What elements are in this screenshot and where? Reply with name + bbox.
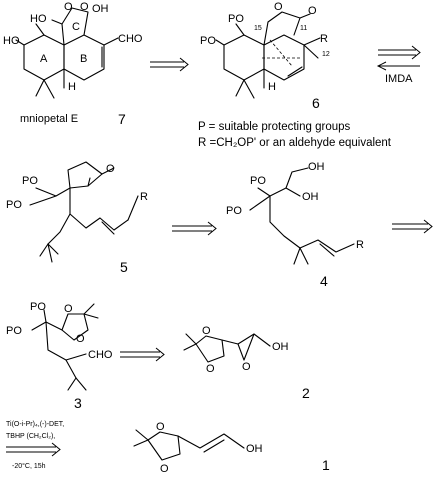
imda-label: IMDA: [385, 73, 413, 85]
c4-r: R: [356, 239, 364, 251]
condition-line-1: Ti(O-i-Pr)₄,(-)-DET,: [6, 421, 64, 428]
retro-arrow-7-6: [150, 57, 189, 72]
c7-oh: OH: [92, 3, 109, 15]
compound-5-structure: [29, 161, 139, 263]
c3-o-b: O: [76, 333, 85, 345]
c4-oh-mid: OH: [302, 191, 319, 203]
note-r-definition: R =CH₂OP' or an aldehyde equivalent: [198, 137, 392, 149]
c7-ring-c: C: [72, 21, 80, 33]
c4-oh-top: OH: [308, 161, 325, 173]
c1-o-a: O: [156, 421, 165, 433]
c3-number: 3: [74, 395, 82, 411]
c6-po-top: PO: [228, 13, 244, 25]
c7-o-ring: O: [80, 1, 89, 13]
c1-o-b: O: [160, 463, 169, 475]
c7-h: H: [68, 81, 76, 93]
c1-number: 1: [322, 457, 330, 473]
c2-o-b: O: [206, 363, 215, 375]
c6-num-11: 11: [300, 25, 307, 32]
retro-arrow-5-4: [172, 221, 217, 236]
condition-line-3: -20°C, 15h: [12, 462, 46, 470]
retro-arrow-4-3: [392, 219, 433, 234]
c7-name: mniopetal E: [20, 113, 78, 125]
c3-cho: CHO: [88, 349, 113, 361]
retro-arrow-3-2: [120, 347, 165, 362]
c7-ho-left: HO: [3, 35, 20, 47]
c6-number: 6: [312, 95, 320, 111]
c7-ho-top: HO: [30, 13, 47, 25]
c6-num-12: 12: [322, 51, 330, 58]
c4-number: 4: [320, 273, 328, 289]
imda-arrows: [376, 45, 421, 71]
c6-po-left: PO: [200, 35, 216, 47]
c7-ring-b: B: [80, 53, 87, 65]
c6-o-carbonyl: O: [308, 5, 317, 17]
compound-1-structure: [133, 429, 245, 461]
c3-po-top: PO: [30, 301, 46, 313]
c7-ring-a: A: [40, 53, 48, 65]
c2-o-epoxide: O: [242, 361, 251, 373]
c5-number: 5: [120, 259, 128, 275]
note-p-definition: P = suitable protecting groups: [198, 121, 351, 133]
c6-r: R: [320, 33, 328, 45]
compound-3-structure: [31, 303, 99, 391]
c5-po-top: PO: [22, 175, 38, 187]
c2-oh: OH: [272, 341, 289, 353]
c7-o-carbonyl: O: [64, 1, 73, 13]
c3-po-left: PO: [6, 325, 22, 337]
c3-o-a: O: [64, 303, 73, 315]
compound-7-structure: [15, 7, 119, 99]
c6-h: H: [268, 81, 276, 93]
c6-num-15: 15: [254, 25, 262, 32]
c7-number: 7: [118, 111, 126, 127]
c6-o-ring: O: [274, 1, 283, 13]
c4-po-top: PO: [250, 175, 266, 187]
c2-o-a: O: [202, 325, 211, 337]
compound-4-structure: [249, 167, 355, 265]
c5-r: R: [140, 191, 148, 203]
c1-oh: OH: [246, 443, 263, 455]
c5-o: O: [106, 163, 115, 175]
forward-arrow-1-2: [6, 442, 61, 457]
c7-cho: CHO: [118, 33, 143, 45]
compound-2-structure: [183, 333, 271, 363]
c2-number: 2: [302, 385, 310, 401]
compound-6-structure: [215, 11, 321, 99]
c5-po-left: PO: [6, 199, 22, 211]
condition-line-2: TBHP (CH₂Cl₂),: [6, 433, 55, 440]
c4-po-left: PO: [226, 205, 242, 217]
